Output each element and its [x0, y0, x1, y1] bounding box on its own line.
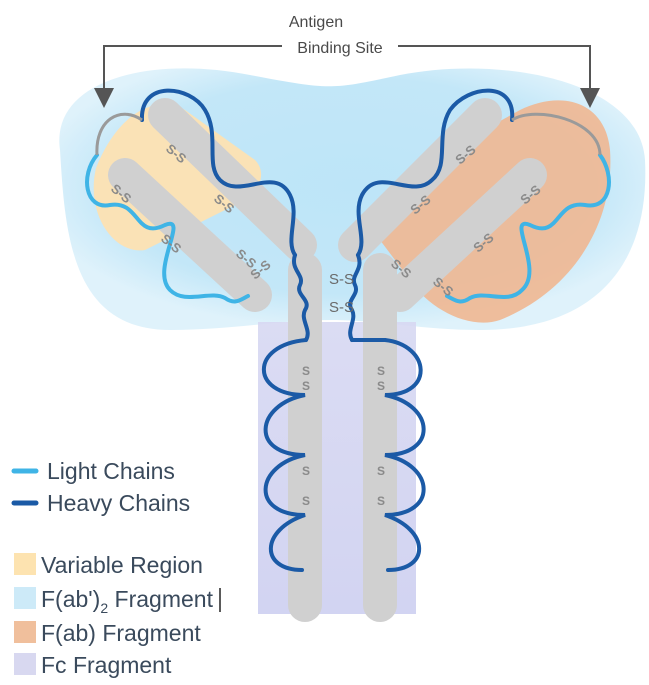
legend-variable-region: Variable Region — [14, 552, 203, 578]
svg-text:S-S: S-S — [329, 271, 354, 288]
svg-text:F(ab')2 Fragment: F(ab')2 Fragment — [41, 586, 214, 616]
legend-fab2-fragment: F(ab')2 Fragment — [14, 586, 220, 616]
svg-text:Antigen: Antigen — [289, 14, 343, 31]
svg-text:S: S — [302, 494, 310, 508]
legend-heavy-chains: Heavy Chains — [14, 490, 190, 516]
svg-text:S: S — [377, 379, 385, 393]
legend-light-chains: Light Chains — [14, 458, 175, 484]
svg-text:S: S — [302, 464, 310, 478]
svg-text:F(ab) Fragment: F(ab) Fragment — [41, 620, 201, 646]
legend-fab-fragment: F(ab) Fragment — [14, 620, 201, 646]
svg-text:Heavy Chains: Heavy Chains — [47, 490, 190, 516]
svg-text:Binding Site: Binding Site — [297, 40, 382, 57]
legend-fc-fragment: Fc Fragment — [14, 652, 172, 678]
svg-text:Fc Fragment: Fc Fragment — [41, 652, 172, 678]
svg-text:S: S — [377, 494, 385, 508]
svg-text:S: S — [302, 364, 310, 378]
legend: Light Chains Heavy Chains Variable Regio… — [14, 458, 220, 678]
svg-text:S: S — [377, 364, 385, 378]
svg-text:Light Chains: Light Chains — [47, 458, 175, 484]
svg-text:Variable Region: Variable Region — [41, 552, 203, 578]
svg-text:S: S — [377, 464, 385, 478]
svg-text:S: S — [302, 379, 310, 393]
svg-text:S-S: S-S — [329, 299, 354, 316]
